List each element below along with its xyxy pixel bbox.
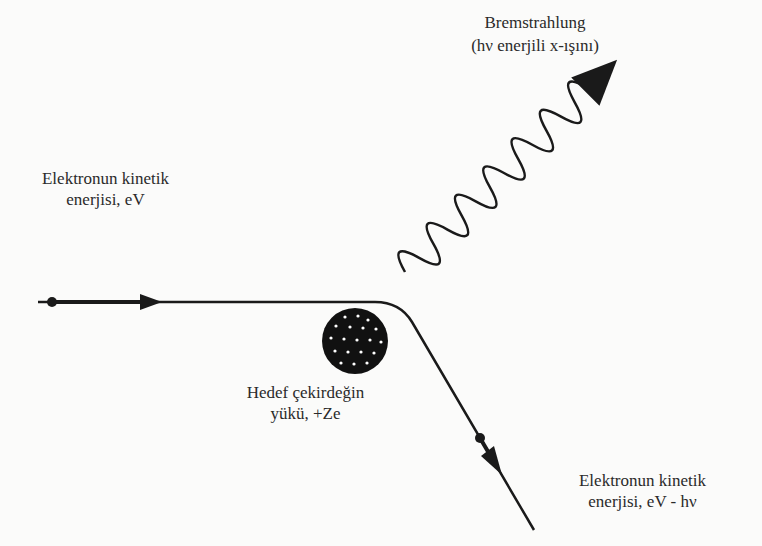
photon-energy-note: (hν enerjili x-ışını) bbox=[455, 35, 615, 56]
electron-arrow-shaft bbox=[52, 300, 145, 304]
nucleus-charge-label: Hedef çekirdeğin yükü, +Ze bbox=[228, 382, 383, 425]
xray-photon bbox=[391, 46, 631, 286]
electron-dot bbox=[47, 297, 57, 307]
electron-path bbox=[38, 302, 534, 530]
photon-title: Bremstrahlung bbox=[455, 12, 615, 33]
electron-dot bbox=[475, 433, 485, 443]
electron-arrowhead bbox=[140, 294, 162, 310]
nucleus bbox=[322, 308, 388, 374]
incident-energy-label: Elektronun kinetik enerjisi, eV bbox=[28, 168, 183, 211]
electron-arrowhead bbox=[481, 446, 502, 475]
outgoing-energy-label: Elektronun kinetik enerjisi, eV - hν bbox=[555, 470, 730, 513]
